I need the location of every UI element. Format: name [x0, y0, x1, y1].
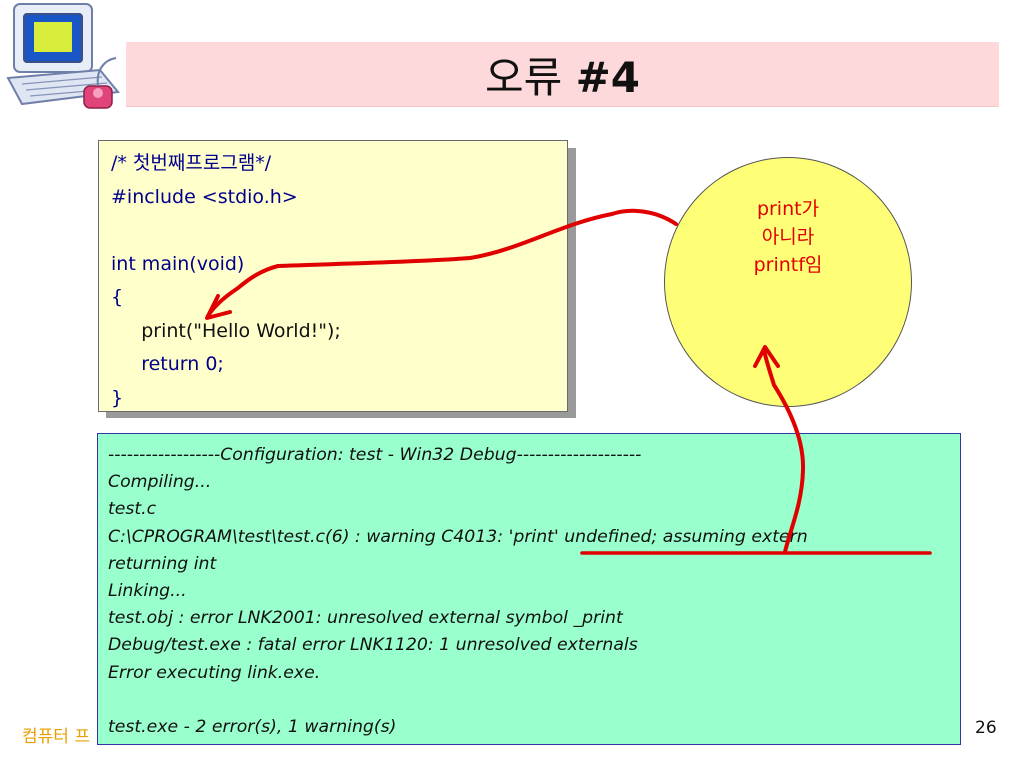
code-line: print("Hello World!");: [111, 319, 341, 342]
output-line: C:\CPROGRAM\test\test.c(6) : warning C40…: [108, 526, 808, 547]
output-line: Error executing link.exe.: [108, 662, 321, 683]
page-number: 26: [975, 718, 997, 738]
code-line: #include <stdio.h>: [111, 185, 298, 208]
code-line: int main(void): [111, 252, 245, 275]
build-output-box: ------------------Configuration: test - …: [97, 433, 961, 745]
output-line: Debug/test.exe : fatal error LNK1120: 1 …: [108, 635, 638, 656]
footer-course-title: 컴퓨터 프: [22, 727, 90, 747]
output-line: ------------------Configuration: test - …: [108, 445, 642, 465]
output-line: test.exe - 2 error(s), 1 warning(s): [108, 716, 397, 737]
output-line: test.obj : error LNK2001: unresolved ext…: [108, 608, 623, 629]
computer-clipart-logo: [6, 3, 120, 109]
code-line: return 0;: [111, 353, 224, 375]
code-line: [111, 214, 555, 248]
callout-line: printf임: [753, 254, 823, 276]
output-line: Linking...: [108, 580, 187, 601]
code-box: /* 첫번째프로그램*/ #include <stdio.h> int main…: [98, 140, 568, 412]
output-line: test.c: [108, 499, 157, 520]
code-line: }: [111, 386, 124, 409]
code-line: /* 첫번째프로그램*/: [111, 152, 272, 174]
output-line: returning int: [108, 553, 217, 574]
slide-title: 오류 #4: [484, 52, 641, 102]
slide-title-bar: 오류 #4: [126, 42, 999, 107]
callout-line: 아니라: [761, 226, 815, 248]
callout-line: print가: [756, 198, 820, 220]
output-line: [108, 687, 950, 714]
code-line: {: [111, 286, 124, 308]
output-line: Compiling...: [108, 472, 212, 493]
callout-text: print가 아니라 printf임: [664, 195, 912, 279]
